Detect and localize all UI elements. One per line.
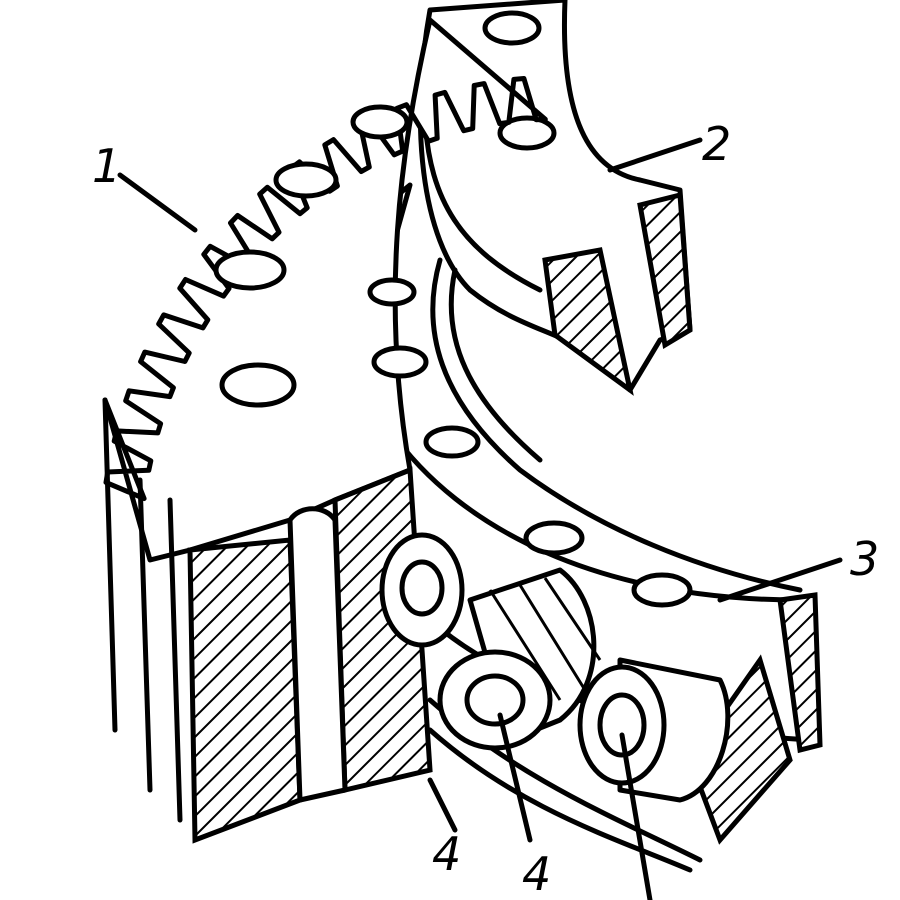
- bolt-hole: [273, 161, 339, 199]
- bolt-hole: [482, 10, 542, 46]
- label-outer-ring: 2: [702, 117, 731, 171]
- label-roller-a: 4: [432, 827, 461, 881]
- bolt-hole: [213, 249, 287, 291]
- bolt-hole: [350, 104, 410, 140]
- inner-ring-holes: [367, 277, 693, 608]
- bolt-hole: [497, 115, 557, 151]
- label-roller-b: 4: [522, 847, 551, 900]
- leader-lines: [117, 137, 843, 900]
- label-gear-ring: 1: [92, 139, 121, 193]
- label-inner-ring: 3: [850, 532, 879, 586]
- rollers-4: [379, 532, 731, 803]
- bolt-hole: [219, 362, 297, 408]
